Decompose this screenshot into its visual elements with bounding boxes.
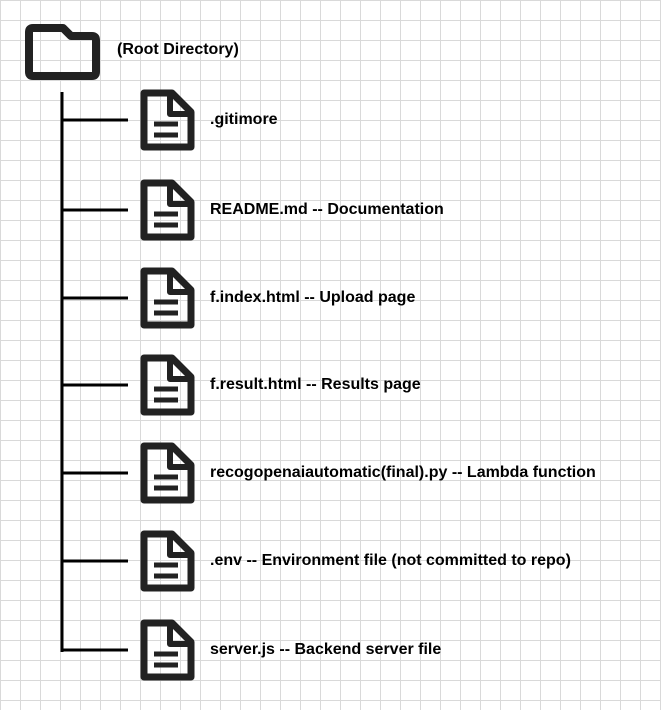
file-label: .env -- Environment file (not committed …: [210, 552, 571, 569]
file-label: f.result.html -- Results page: [210, 376, 421, 393]
file-icon: [140, 619, 195, 681]
file-label: .gitimore: [210, 111, 278, 128]
file-icon: [140, 267, 195, 329]
file-label: README.md -- Documentation: [210, 201, 444, 218]
file-label: f.index.html -- Upload page: [210, 289, 416, 306]
file-label: recogopenaiautomatic(final).py -- Lambda…: [210, 464, 596, 481]
file-icon: [140, 442, 195, 504]
file-icon: [140, 179, 195, 241]
folder-icon: [25, 24, 100, 80]
root-directory-label: (Root Directory): [117, 41, 239, 58]
file-icon: [140, 89, 195, 151]
file-label: server.js -- Backend server file: [210, 641, 442, 658]
file-icon: [140, 530, 195, 592]
file-icon: [140, 354, 195, 416]
